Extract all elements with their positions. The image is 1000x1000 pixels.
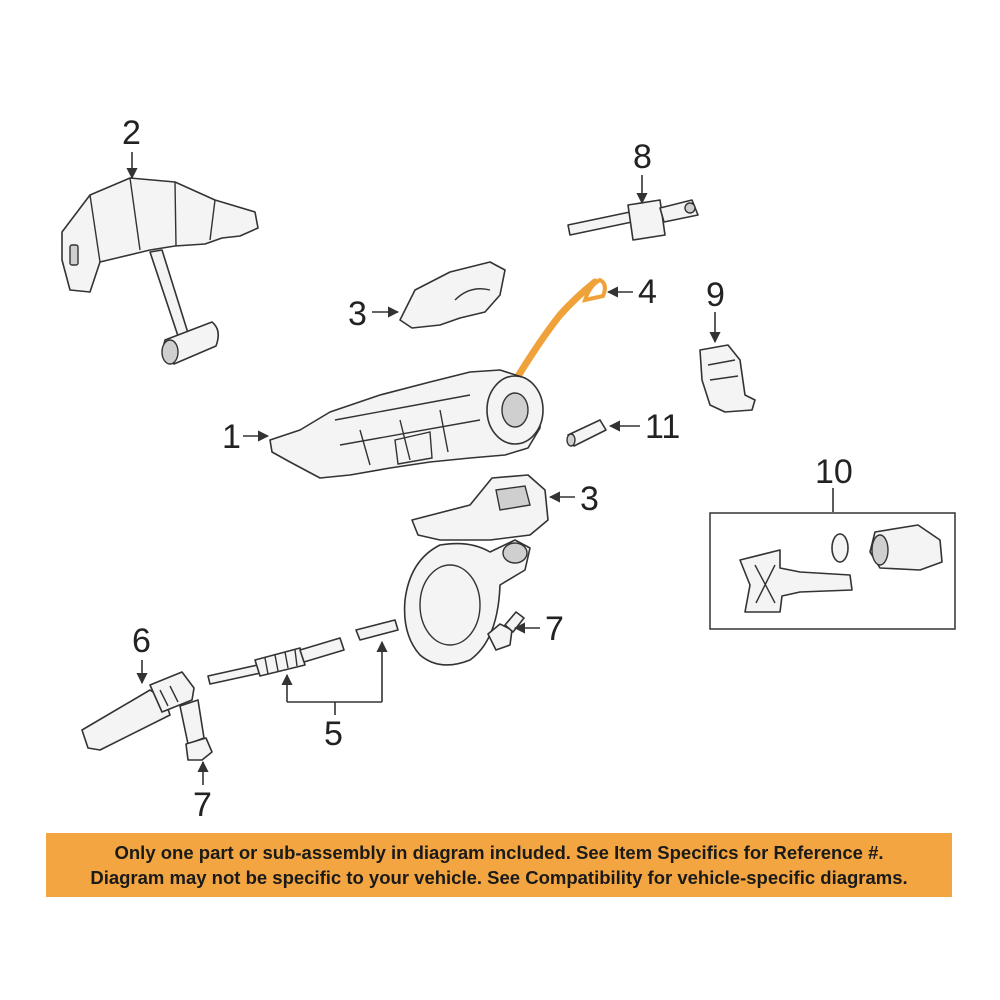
part-2-bracket: [61, 177, 259, 365]
leader-lines: [126, 152, 834, 785]
part-3-lower-cover: [411, 474, 549, 541]
part-10-kit-box: [709, 512, 956, 630]
part-9-switch: [699, 344, 756, 413]
callout-2: 2: [122, 114, 141, 152]
callout-1: 1: [222, 418, 241, 456]
callout-6: 6: [132, 622, 151, 660]
part-7-bolt-right: [487, 611, 525, 651]
callout-11: 11: [645, 408, 680, 446]
part-7-bolt-bottom: [179, 699, 213, 761]
part-8-switch: [567, 199, 699, 241]
callout-8: 8: [633, 138, 652, 176]
callout-9: 9: [706, 276, 725, 314]
callout-10: 10: [815, 453, 853, 491]
callout-7-right: 7: [545, 610, 564, 648]
callout-4: 4: [638, 273, 657, 311]
disclaimer-line-1: Only one part or sub-assembly in diagram…: [114, 842, 884, 863]
disclaimer-banner: Only one part or sub-assembly in diagram…: [46, 833, 952, 897]
part-3-upper-cover: [399, 261, 506, 329]
part-4-lever: [508, 277, 607, 390]
callout-3-upper: 3: [348, 295, 367, 333]
part-1-column-housing: [269, 369, 544, 479]
callout-3-lower: 3: [580, 480, 599, 518]
disclaimer-line-2: Diagram may not be specific to your vehi…: [90, 867, 908, 888]
part-11-pin: [566, 419, 607, 447]
part-5-shaft: [207, 619, 399, 685]
part-6-coupler: [81, 671, 195, 751]
callout-7-bottom: 7: [193, 786, 212, 824]
callout-5: 5: [324, 715, 343, 753]
column-lower-assembly: [403, 539, 531, 666]
